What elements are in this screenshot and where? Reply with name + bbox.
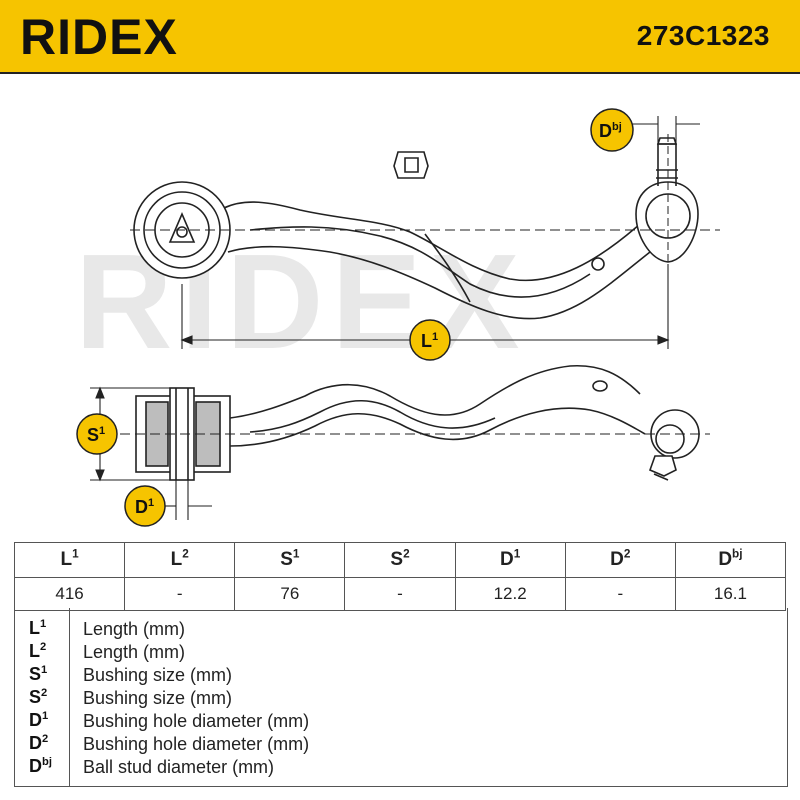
value-d1: 12.2 [454, 577, 566, 611]
legend-item: D2 Bushing hole diameter (mm) [15, 733, 787, 755]
legend-divider [69, 608, 70, 786]
header-d2: D2 [564, 542, 676, 578]
header-d1: D1 [454, 542, 566, 578]
legend-symbol: L2 [29, 641, 47, 661]
dbj-badge: Dbj [590, 108, 634, 152]
legend-item: D1 Bushing hole diameter (mm) [15, 710, 787, 732]
legend-item: L2 Length (mm) [15, 641, 787, 663]
s1-dimension [90, 386, 170, 482]
ridex-logo: RIDEX [20, 9, 178, 65]
d1-badge: D1 [124, 485, 166, 527]
legend-description: Bushing hole diameter (mm) [83, 711, 310, 731]
s1-badge: S1 [76, 413, 118, 455]
technical-drawing: RIDEX [75, 108, 720, 527]
header-s1: S1 [234, 542, 346, 578]
legend-symbol: S2 [29, 687, 48, 707]
header-bar: RIDEX 273C1323 [0, 0, 800, 74]
specs-table: L1 L2 S1 S2 D1 D2 Dbj 416 - 76 - 12.2 - … [13, 542, 787, 611]
legend-item: S2 Bushing size (mm) [15, 687, 787, 709]
value-dbj: 16.1 [674, 577, 787, 611]
specs-value-row: 416 - 76 - 12.2 - 16.1 [13, 577, 787, 611]
legend-description: Bushing size (mm) [83, 665, 233, 685]
legend-description: Length (mm) [83, 642, 186, 662]
legend-item: L1 Length (mm) [15, 618, 787, 640]
dbj-dimension [630, 116, 700, 144]
part-number: 273C1323 [636, 20, 770, 51]
value-s1: 76 [234, 577, 346, 611]
legend-symbol: D2 [29, 733, 49, 753]
header-l1: L1 [13, 542, 126, 578]
legend-description: Bushing hole diameter (mm) [83, 734, 310, 754]
legend-item: S1 Bushing size (mm) [15, 664, 787, 686]
legend-symbol: D1 [29, 710, 49, 730]
value-s2: - [344, 577, 456, 611]
value-d2: - [564, 577, 676, 611]
legend-symbol: L1 [29, 618, 47, 638]
header-dbj: Dbj [674, 542, 787, 578]
specs-header-row: L1 L2 S1 S2 D1 D2 Dbj [13, 542, 787, 578]
side-view [135, 364, 700, 481]
svg-text:RIDEX: RIDEX [20, 9, 178, 65]
legend-description: Bushing size (mm) [83, 688, 233, 708]
legend-symbol: Dbj [29, 756, 52, 776]
legend-symbol: S1 [29, 664, 48, 684]
value-l2: - [124, 577, 236, 611]
header-s2: S2 [344, 542, 456, 578]
value-l1: 416 [13, 577, 126, 611]
d1-dimension [160, 480, 212, 520]
legend-item: Dbj Ball stud diameter (mm) [15, 756, 787, 778]
header-l2: L2 [124, 542, 236, 578]
l1-badge: L1 [409, 319, 451, 361]
legend-description: Length (mm) [83, 619, 186, 639]
legend-description: Ball stud diameter (mm) [83, 757, 275, 777]
legend: L1 Length (mm) L2 Length (mm) S1 Bushing… [14, 608, 788, 787]
